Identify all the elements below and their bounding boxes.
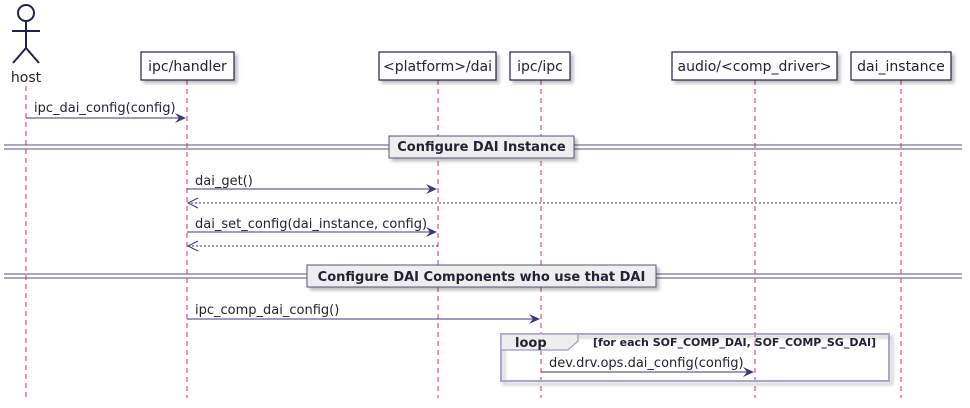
actor-host bbox=[12, 4, 40, 64]
arrowhead-open-icon bbox=[186, 240, 199, 252]
divider-label: Configure DAI Components who use that DA… bbox=[318, 270, 646, 285]
message-dev-drv-ops-dai-config: dev.drv.ops.dai_config(config) bbox=[541, 356, 754, 377]
participant-label: <platform>/dai bbox=[383, 59, 492, 75]
arrowhead-icon bbox=[743, 367, 754, 377]
actor-label-host: host bbox=[11, 70, 42, 86]
participant-ipc: ipc/ipc bbox=[509, 51, 571, 81]
message-label: dai_set_config(dai_instance, config) bbox=[195, 217, 427, 232]
participant-platform-dai: <platform>/dai bbox=[378, 51, 497, 81]
participant-label: audio/<comp_driver> bbox=[678, 59, 832, 75]
divider-label: Configure DAI Instance bbox=[397, 140, 566, 155]
message-label: dai_get() bbox=[195, 174, 253, 189]
loop-condition: [for each SOF_COMP_DAI, SOF_COMP_SG_DAI] bbox=[593, 336, 876, 349]
message-dai-get: dai_get() bbox=[187, 174, 437, 194]
message-label: dev.drv.ops.dai_config(config) bbox=[549, 356, 744, 371]
actor-head-icon bbox=[17, 4, 35, 22]
participant-handler: ipc/handler bbox=[140, 51, 235, 81]
participant-dai-instance: dai_instance bbox=[850, 51, 952, 81]
message-label: ipc_dai_config(config) bbox=[34, 101, 176, 116]
arrowhead-icon bbox=[529, 314, 540, 324]
loop-frame: loop [for each SOF_COMP_DAI, SOF_COMP_SG… bbox=[500, 333, 890, 382]
message-dai-set-config: dai_set_config(dai_instance, config) bbox=[187, 217, 437, 237]
loop-keyword: loop bbox=[515, 336, 547, 351]
divider-configure-dai-components: Configure DAI Components who use that DA… bbox=[4, 264, 962, 288]
message-ipc-comp-dai-config: ipc_comp_dai_config() bbox=[187, 303, 540, 324]
arrowhead-icon bbox=[175, 113, 186, 123]
message-return-dai-instance bbox=[186, 197, 901, 209]
arrowhead-icon bbox=[426, 184, 437, 194]
participant-comp-driver: audio/<comp_driver> bbox=[671, 51, 838, 81]
arrowhead-icon bbox=[426, 227, 437, 237]
participant-label: ipc/ipc bbox=[517, 59, 563, 75]
arrowhead-open-icon bbox=[186, 197, 199, 209]
message-label: ipc_comp_dai_config() bbox=[195, 303, 339, 318]
lifelines bbox=[25, 80, 902, 398]
participant-label: ipc/handler bbox=[148, 59, 227, 75]
message-return-set-config bbox=[186, 240, 438, 252]
participant-label: dai_instance bbox=[857, 59, 945, 75]
divider-configure-dai-instance: Configure DAI Instance bbox=[4, 135, 962, 159]
message-ipc-dai-config: ipc_dai_config(config) bbox=[26, 101, 186, 123]
loop-tab bbox=[500, 333, 579, 351]
